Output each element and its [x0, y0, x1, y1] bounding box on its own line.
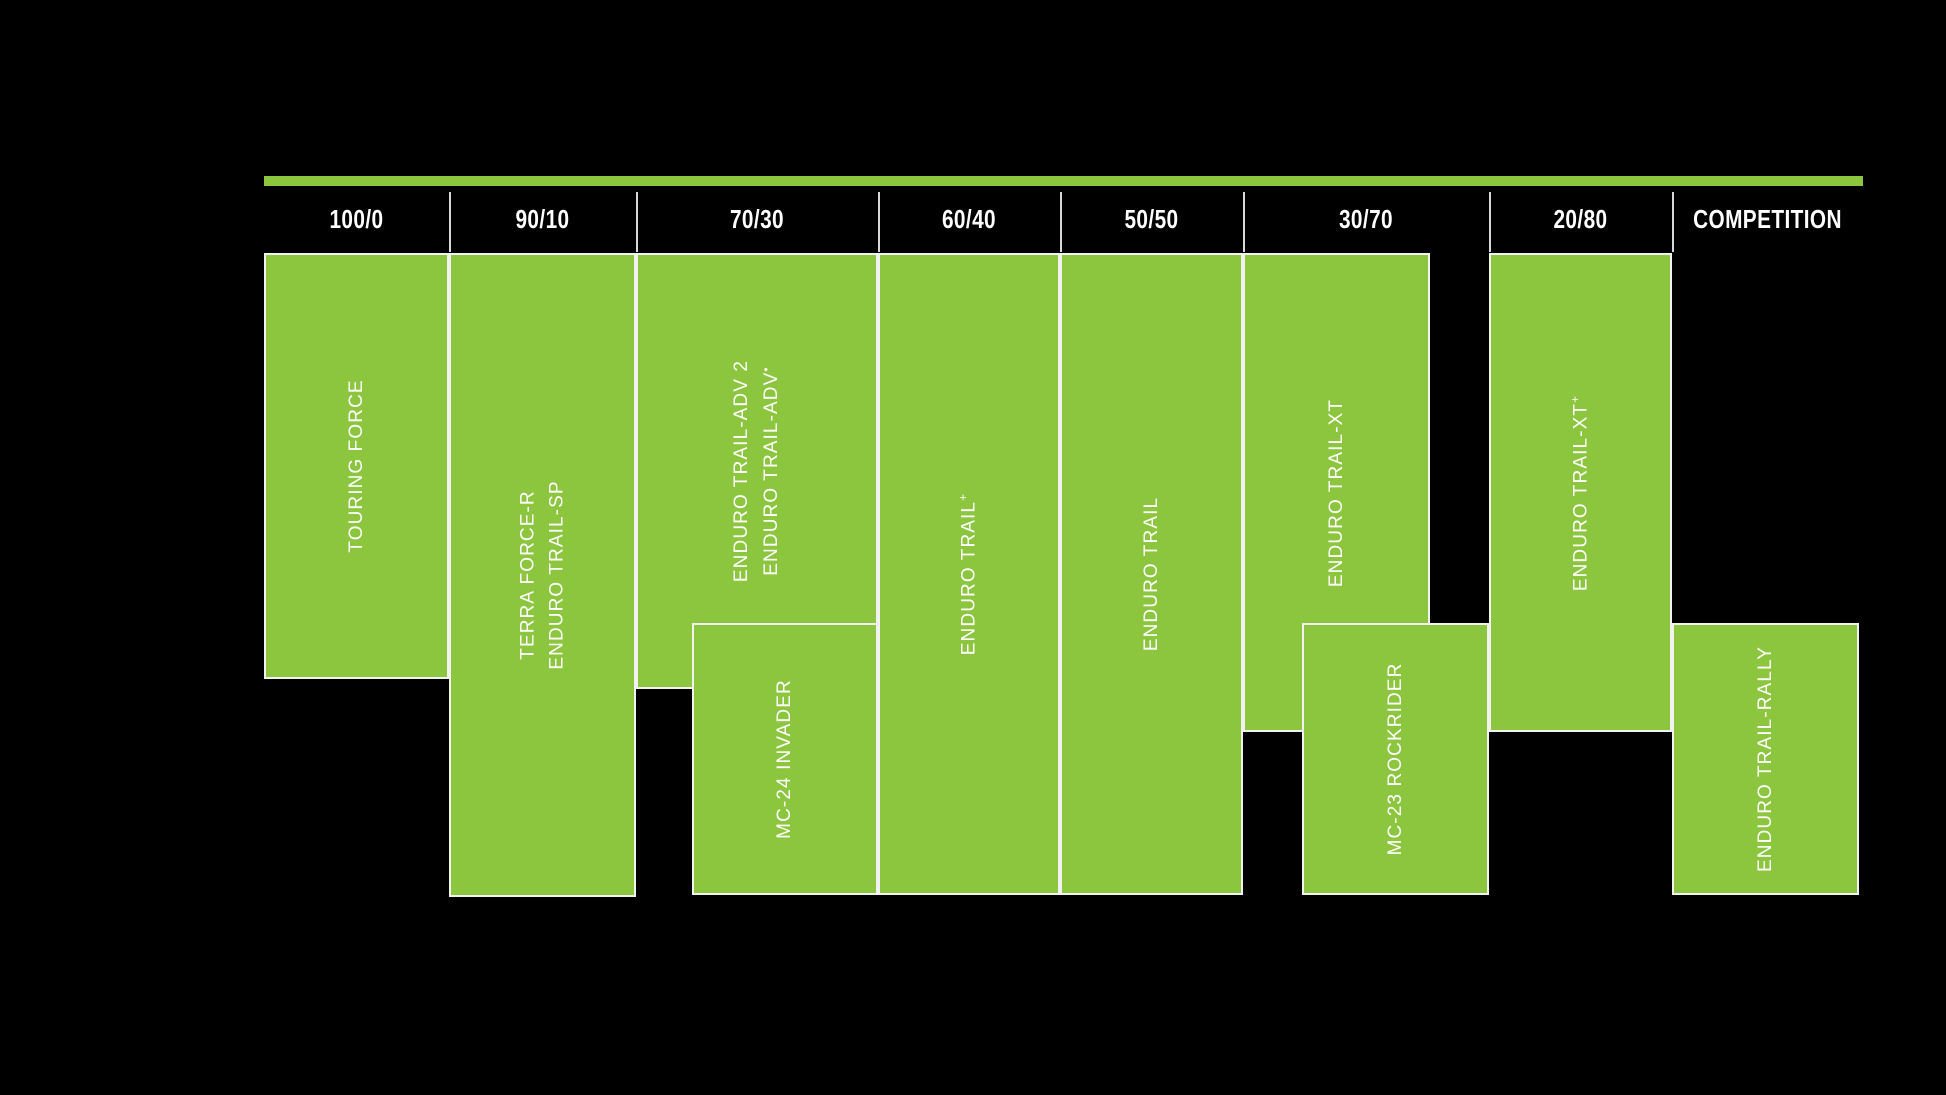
bar-label: TERRA FORCE-R ENDURO TRAIL-SP	[514, 480, 571, 669]
category-header-20-80: 20/80	[1507, 186, 1653, 252]
bar-label: ENDURO TRAIL+	[955, 493, 983, 655]
category-header-label: 50/50	[1124, 203, 1179, 234]
category-header-competition: COMPETITION	[1691, 186, 1844, 252]
category-header-label: 70/30	[729, 203, 785, 234]
bar-label-line: MC-24 INVADER	[774, 679, 796, 839]
header-divider	[1060, 192, 1062, 252]
bar-enduro-trail-plus[interactable]: ENDURO TRAIL+	[878, 253, 1060, 895]
category-header-label: 60/40	[941, 203, 997, 234]
bar-label-line: ENDURO TRAIL-RALLY	[1754, 645, 1776, 873]
header-divider	[1243, 192, 1245, 252]
bar-label-line: MC-23 ROCKRIDER	[1384, 662, 1406, 856]
header-divider	[449, 192, 451, 252]
bar-label: ENDURO TRAIL-RALLY	[1752, 646, 1780, 872]
category-header-90-10: 90/10	[468, 186, 618, 252]
bar-touring-force[interactable]: TOURING FORCE	[264, 253, 449, 679]
bar-label: ENDURO TRAIL-XT+	[1567, 394, 1595, 590]
category-header-label: 90/10	[515, 203, 570, 234]
category-header-band: 100/0 90/10 70/30 60/40 50/50 30/70 20/80 COMPE…	[264, 186, 1863, 252]
bar-label-line: ENDURO TRAIL-ADV•	[758, 366, 782, 576]
bar-label-line: TOURING FORCE	[345, 379, 367, 553]
bar-label: MC-24 INVADER	[771, 679, 799, 839]
bar-label-superscript: •	[758, 366, 773, 372]
bar-terra-force-r-enduro-trail-sp[interactable]: TERRA FORCE-R ENDURO TRAIL-SP	[449, 253, 636, 897]
bar-enduro-trail-adv-2-enduro-trail-adv[interactable]: ENDURO TRAIL-ADV 2 ENDURO TRAIL-ADV•	[636, 253, 878, 689]
bar-label-line: TERRA FORCE-R	[517, 490, 538, 660]
category-header-30-70: 30/70	[1268, 186, 1465, 252]
category-header-label: COMPETITION	[1693, 203, 1842, 234]
bar-label-line: ENDURO TRAIL-XT+	[1567, 394, 1591, 591]
bar-label-line: ENDURO TRAIL	[1140, 496, 1162, 652]
bar-mc-24-invader[interactable]: MC-24 INVADER	[692, 623, 878, 895]
bar-enduro-trail-xt-plus[interactable]: ENDURO TRAIL-XT+	[1489, 253, 1672, 732]
header-divider	[1489, 192, 1491, 252]
bar-label-superscript: +	[956, 492, 971, 501]
bar-label-line: ENDURO TRAIL-SP	[545, 480, 567, 670]
bar-label: TOURING FORCE	[343, 379, 371, 552]
header-divider	[636, 192, 638, 252]
category-header-70-30: 70/30	[660, 186, 854, 252]
bar-enduro-trail[interactable]: ENDURO TRAIL	[1060, 253, 1243, 895]
bar-label: ENDURO TRAIL	[1138, 497, 1166, 651]
bar-label-superscript: +	[1567, 394, 1582, 403]
category-header-label: 30/70	[1338, 203, 1394, 234]
category-header-60-40: 60/40	[896, 186, 1042, 252]
category-header-100-0: 100/0	[283, 186, 431, 252]
category-header-50-50: 50/50	[1078, 186, 1224, 252]
bar-label-line: ENDURO TRAIL-XT	[1325, 398, 1347, 587]
header-divider	[878, 192, 880, 252]
category-header-label: 20/80	[1553, 203, 1608, 234]
bar-label: ENDURO TRAIL-XT	[1323, 398, 1351, 586]
bar-enduro-trail-rally[interactable]: ENDURO TRAIL-RALLY	[1672, 623, 1859, 895]
bar-label: MC-23 ROCKRIDER	[1382, 663, 1410, 856]
category-header-label: 100/0	[329, 203, 384, 234]
top-accent-rule	[264, 176, 1863, 186]
bar-label-line: ENDURO TRAIL-ADV 2	[730, 359, 752, 583]
bar-label-line: ENDURO TRAIL+	[956, 492, 980, 656]
header-divider	[1672, 192, 1674, 252]
bar-mc-23-rockrider[interactable]: MC-23 ROCKRIDER	[1302, 623, 1489, 895]
bar-label: ENDURO TRAIL-ADV 2 ENDURO TRAIL-ADV•	[728, 360, 786, 582]
